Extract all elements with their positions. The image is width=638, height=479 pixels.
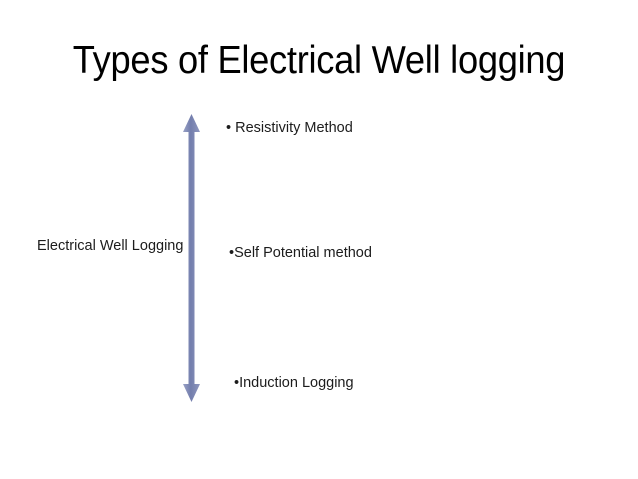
bullet-marker: •: [234, 375, 240, 391]
list-item-self-potential-method: •Self Potential method: [229, 244, 372, 262]
list-item-induction-logging: •Induction Logging: [234, 374, 354, 392]
category-label: Electrical Well Logging: [37, 238, 184, 254]
double-headed-vertical-arrow-icon: [175, 112, 209, 404]
list-item-resistivity-method: • Resistivity Method: [226, 119, 353, 137]
list-item-label: Induction Logging: [239, 375, 354, 391]
bullet-marker: •: [229, 245, 235, 261]
page-title: Types of Electrical Well logging: [72, 39, 566, 82]
list-item-label: Resistivity Method: [235, 120, 353, 136]
bullet-marker: •: [226, 120, 236, 136]
list-item-label: Self Potential method: [234, 245, 372, 261]
